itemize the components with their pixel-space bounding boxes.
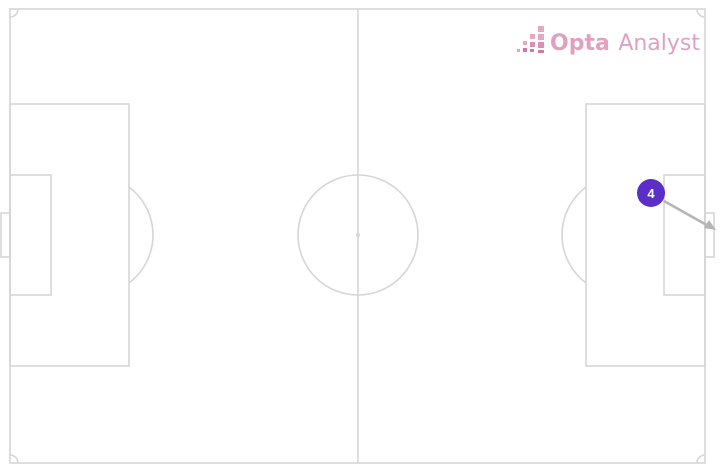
center-circle <box>297 174 419 296</box>
corner-arc-bottom-right <box>696 454 706 464</box>
corner-arc-top-left <box>9 8 19 18</box>
brand-name-light: Analyst <box>618 31 700 56</box>
corner-arc-top-right <box>696 8 706 18</box>
svg-text:Opta Analyst: Opta Analyst <box>550 30 700 56</box>
event-marker[interactable] <box>637 179 665 207</box>
right-penalty-arc <box>561 186 587 284</box>
corner-arc-bottom-left <box>9 454 19 464</box>
left-goal <box>0 212 11 258</box>
event-marker-label: 4 <box>647 186 655 201</box>
center-spot <box>356 233 360 237</box>
left-penalty-arc <box>128 186 154 284</box>
right-goal <box>704 212 715 258</box>
pass-event[interactable]: 4 <box>637 179 716 230</box>
left-six-yard-box <box>9 174 52 296</box>
pass-arrow-line <box>663 199 713 230</box>
logo-bars-icon <box>517 26 544 53</box>
brand-name-strong: Opta <box>550 31 610 56</box>
right-penalty-area <box>585 103 706 367</box>
right-six-yard-box <box>663 174 706 296</box>
left-penalty-area <box>9 103 130 367</box>
pass-arrow-head <box>704 220 716 230</box>
opta-analyst-logo: Opta Analyst <box>517 26 700 56</box>
